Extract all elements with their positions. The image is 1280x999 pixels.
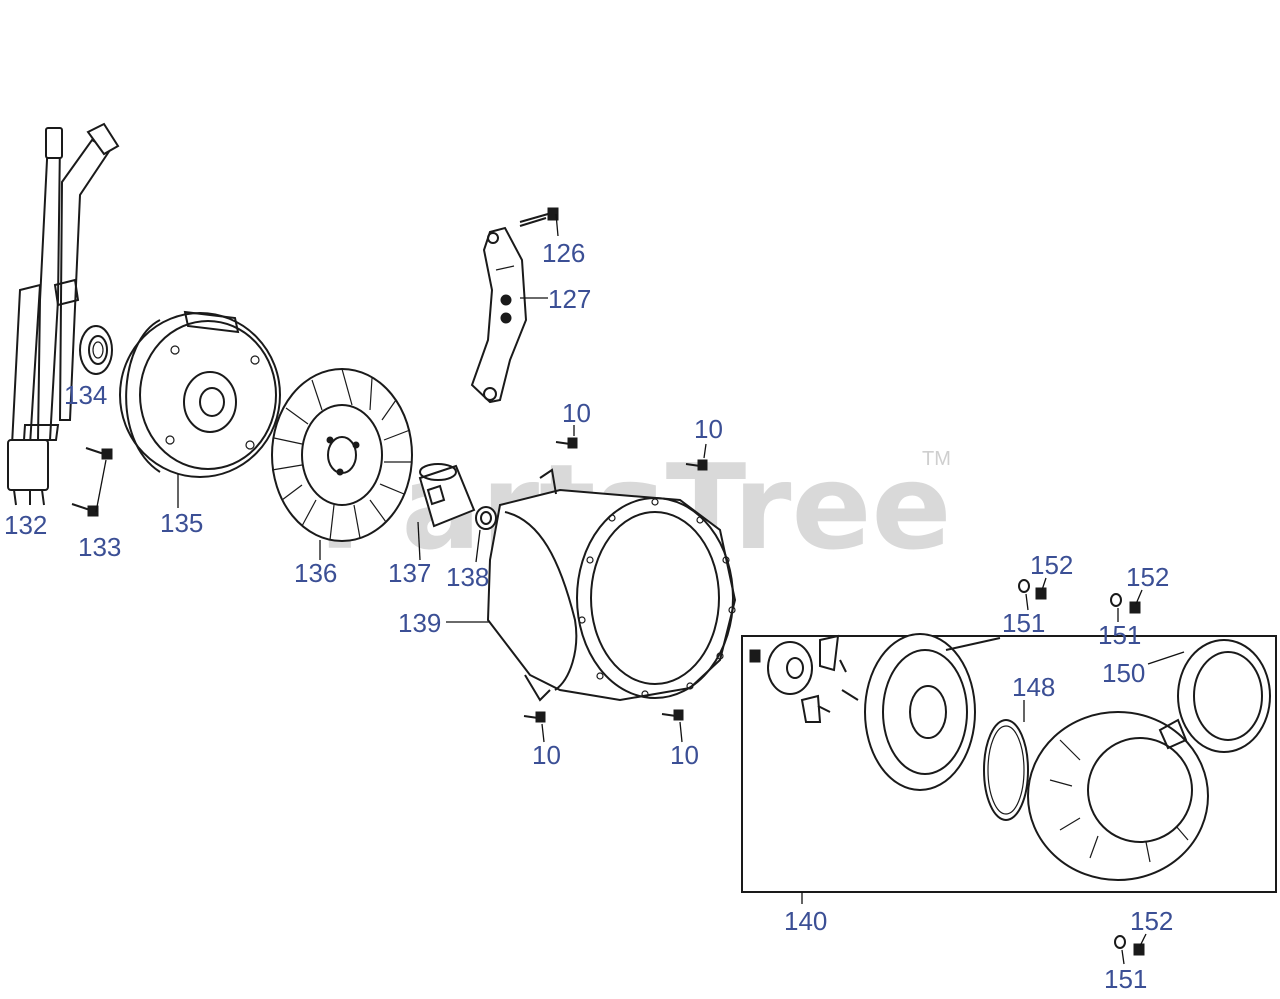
watermark-trademark: TM [922, 448, 951, 470]
part-137-starter-cup[interactable] [418, 463, 476, 528]
part-138-flywheel-nut[interactable] [475, 506, 497, 530]
callout-136[interactable]: 136 [294, 558, 337, 588]
callout-10-lower-left[interactable]: 10 [532, 740, 561, 770]
leader-150 [1147, 651, 1185, 665]
part-148-recoil-spring[interactable] [983, 719, 1029, 821]
part-134-oil-seal[interactable] [79, 325, 113, 375]
part-10-bolt-lower-left[interactable] [523, 711, 546, 723]
part-152-bolt-a[interactable] [1035, 587, 1047, 600]
part-132-ignition-coil[interactable] [7, 122, 120, 506]
callout-127[interactable]: 127 [548, 284, 591, 314]
callout-152-c[interactable]: 152 [1130, 906, 1173, 936]
part-136-cooling-fan[interactable] [271, 368, 413, 542]
leader-10b [703, 443, 707, 459]
part-127-bracket[interactable] [470, 226, 528, 404]
callout-152-a[interactable]: 152 [1030, 550, 1073, 580]
leader-152b [1135, 589, 1143, 605]
callout-135[interactable]: 135 [160, 508, 203, 538]
part-10-bolt-lower-right[interactable] [661, 709, 684, 721]
callout-134[interactable]: 134 [64, 380, 107, 410]
part-151-washer-a[interactable] [1018, 579, 1030, 593]
leader-126 [555, 213, 559, 237]
part-152-bolt-c[interactable] [1133, 943, 1145, 956]
part-133-bolts[interactable] [71, 447, 113, 517]
callout-148[interactable]: 148 [1012, 672, 1055, 702]
callout-151-a[interactable]: 151 [1002, 608, 1045, 638]
callout-133[interactable]: 133 [78, 532, 121, 562]
part-recoil-reel[interactable] [864, 633, 1001, 791]
part-135-flywheel[interactable] [119, 310, 281, 478]
leader-138 [475, 529, 481, 563]
part-151-washer-c[interactable] [1114, 935, 1126, 949]
callout-152-b[interactable]: 152 [1126, 562, 1169, 592]
callout-138[interactable]: 138 [446, 562, 489, 592]
callout-10-upper-right[interactable]: 10 [694, 414, 723, 444]
callout-10-upper-left[interactable]: 10 [562, 398, 591, 428]
callout-151-b[interactable]: 151 [1098, 620, 1141, 650]
part-recoil-ratchet[interactable] [749, 634, 859, 723]
leader-10c [541, 723, 545, 743]
callout-139[interactable]: 139 [398, 608, 441, 638]
group-140-recoil-starter-box [741, 635, 1277, 893]
leader-152c [1139, 933, 1147, 947]
leader-133 [95, 459, 107, 513]
leader-151a [1025, 593, 1029, 611]
part-150-starter-handle-guide[interactable] [1177, 639, 1271, 753]
leader-151c [1121, 949, 1125, 965]
leader-152a [1041, 577, 1047, 591]
part-151-washer-b[interactable] [1110, 593, 1122, 607]
part-10-bolt-upper-right[interactable] [685, 459, 708, 471]
leader-137 [417, 521, 421, 561]
part-recoil-cover[interactable] [1027, 711, 1209, 881]
callout-10-lower-right[interactable]: 10 [670, 740, 699, 770]
callout-132[interactable]: 132 [4, 510, 47, 540]
part-126-bolt[interactable] [519, 207, 559, 227]
callout-150[interactable]: 150 [1102, 658, 1145, 688]
callout-126[interactable]: 126 [542, 238, 585, 268]
part-10-bolt-upper-left[interactable] [555, 437, 578, 449]
leader-10d [679, 721, 683, 743]
callout-140[interactable]: 140 [784, 906, 827, 936]
part-139-fan-shroud[interactable] [486, 468, 737, 702]
callout-137[interactable]: 137 [388, 558, 431, 588]
callout-151-c[interactable]: 151 [1104, 964, 1147, 994]
part-152-bolt-b[interactable] [1129, 601, 1141, 614]
